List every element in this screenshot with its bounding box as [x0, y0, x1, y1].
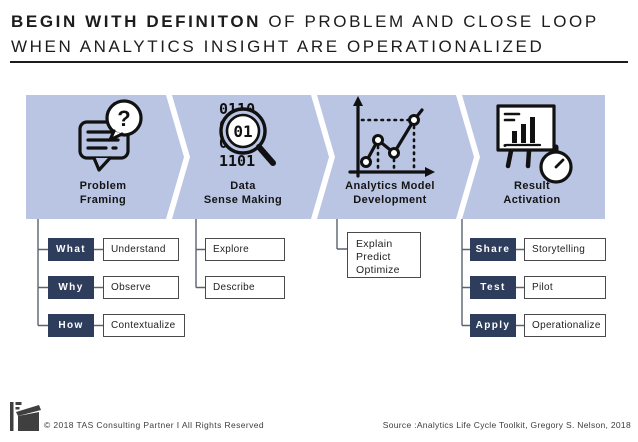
stage3-line2: Development [353, 193, 427, 206]
page-title-line1-rest: OF PROBLEM AND CLOSE LOOP [261, 12, 599, 31]
stage-label-result-activation: Result Activation [467, 180, 597, 207]
presentation-stopwatch-icon [496, 104, 573, 184]
value-box-storytelling: Storytelling [524, 238, 606, 261]
model-line-optimize: Optimize [356, 264, 400, 276]
tag-box-why: Why [48, 276, 94, 299]
line-chart-icon [348, 96, 435, 178]
stage3-line1: Analytics Model [345, 180, 435, 192]
copyright-text: © 2018 TAS Consulting Partner I All Righ… [44, 420, 265, 430]
model-line-predict: Predict [356, 251, 391, 263]
tag-box-share: Share [470, 238, 516, 261]
value-box-observe: Observe [103, 276, 179, 299]
value-box-operationalize: Operationalize [524, 314, 606, 337]
chat-question-icon: ? [78, 99, 143, 172]
tag-box-test: Test [470, 276, 516, 299]
stage1-line1: Problem [79, 180, 127, 192]
source-text: Source :Analytics Life Cycle Toolkit, Gr… [382, 420, 631, 430]
value-box-explain-predict-optimize: Explain Predict Optimize [347, 232, 421, 278]
title-underline [10, 61, 628, 63]
svg-text:01: 01 [233, 122, 252, 141]
value-box-contextualize: Contextualize [103, 314, 185, 337]
tag-box-apply: Apply [470, 314, 516, 337]
stage1-line2: Framing [79, 193, 127, 206]
stage-label-analytics-model: Analytics Model Development [325, 180, 455, 207]
stage-label-data-sense-making: Data Sense Making [178, 180, 308, 207]
page-title-line2: WHEN ANALYTICS INSIGHT ARE OPERATIONALIZ… [11, 37, 545, 56]
tag-box-what: What [48, 238, 94, 261]
svg-text:1101: 1101 [219, 152, 255, 170]
page-title: BEGIN WITH DEFINITON OF PROBLEM AND CLOS… [11, 9, 627, 59]
connector-lines [37, 219, 524, 327]
tag-box-how: How [48, 314, 94, 337]
chevron-data-sense-making [172, 95, 329, 219]
stage4-line1: Result [513, 180, 551, 192]
value-box-explore: Explore [205, 238, 285, 261]
model-line-explain: Explain [356, 238, 393, 250]
stage2-line2: Sense Making [203, 193, 283, 206]
svg-text:?: ? [117, 106, 130, 131]
value-box-pilot: Pilot [524, 276, 606, 299]
company-logo-icon [10, 402, 41, 431]
stage2-line1: Data [230, 180, 256, 192]
value-box-describe: Describe [205, 276, 285, 299]
page-title-bold: BEGIN WITH DEFINITON [11, 12, 262, 31]
stage-label-problem-framing: Problem Framing [38, 180, 168, 207]
value-box-understand: Understand [103, 238, 179, 261]
stage4-line2: Activation [503, 193, 561, 206]
